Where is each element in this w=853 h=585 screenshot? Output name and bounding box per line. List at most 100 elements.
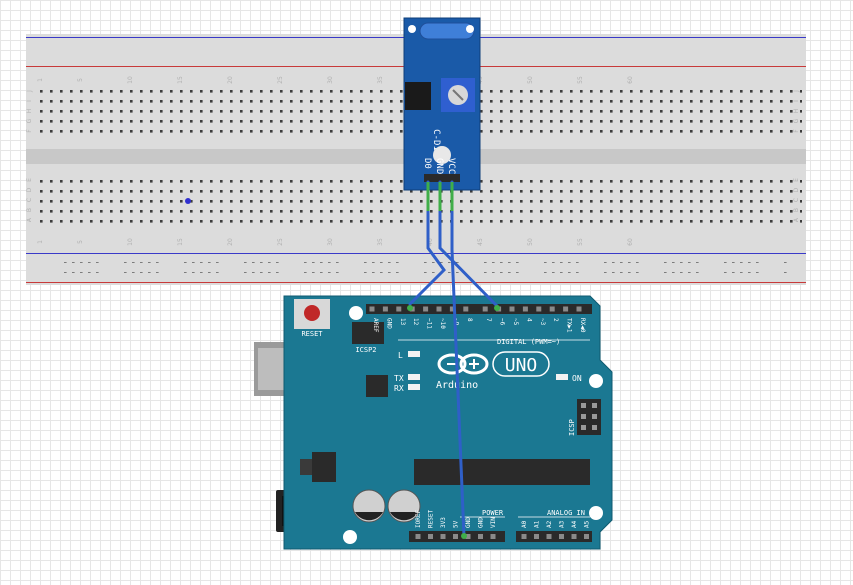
analog-pin-hole[interactable] [534, 534, 539, 539]
column-number-bottom: 45 [477, 238, 484, 246]
column-number-bottom: 25 [277, 238, 284, 246]
row-letter: A [26, 217, 33, 222]
led-rx [408, 384, 420, 390]
column-number-bottom: 5 [77, 240, 84, 244]
power-pin-hole[interactable] [478, 534, 483, 539]
column-number-bottom: 40 [427, 238, 434, 246]
digital-pin-hole[interactable] [522, 306, 528, 312]
digital-pin-hole[interactable] [576, 306, 582, 312]
analog-pin-hole[interactable] [584, 534, 589, 539]
wire-end-arduino-5v [461, 533, 467, 539]
row-letter: D [793, 187, 800, 192]
digital-pin-hole[interactable] [463, 306, 469, 312]
power-pin-label: IOREF [415, 510, 422, 528]
row-letter: E [26, 178, 33, 182]
column-number-top: 10 [127, 76, 134, 84]
row-letter: B [26, 208, 33, 212]
column-number-top: 5 [77, 78, 84, 82]
digital-pin-label: TX▶1 [566, 318, 573, 333]
analog-pin-label: A4 [571, 520, 578, 528]
module-hole-left [408, 25, 416, 33]
power-pin-hole[interactable] [428, 534, 433, 539]
power-pin-label: 5V [453, 520, 460, 528]
column-number-top: 30 [327, 76, 334, 84]
row-letter: G [26, 118, 33, 123]
row-letter: E [793, 178, 800, 182]
module-led [433, 146, 451, 164]
led-on [556, 374, 568, 380]
column-number-bottom: 15 [177, 238, 184, 246]
digital-pin-label: GND [385, 318, 392, 329]
icsp-pins [581, 403, 597, 430]
row-letter: J [26, 90, 33, 93]
analog-pin-label: A1 [534, 520, 541, 528]
power-pin-label: VIN [490, 517, 497, 528]
power-pin-holes [415, 534, 496, 539]
mount-hole-top-left [349, 306, 363, 320]
analog-pin-hole[interactable] [559, 534, 564, 539]
led-tx [408, 374, 420, 380]
row-letter: I [793, 100, 800, 102]
power-pin-hole[interactable] [453, 534, 458, 539]
analog-pin-label: A0 [521, 520, 528, 528]
icsp2-label: ICSP2 [355, 346, 376, 354]
digital-pin-label: RX◀0 [579, 318, 586, 333]
led-l-label: L [398, 351, 403, 360]
power-pin-hole[interactable] [440, 534, 446, 539]
digital-pin-hole[interactable] [509, 306, 515, 312]
module-sensor-capsule [419, 22, 475, 40]
column-number-bottom: 50 [527, 238, 534, 246]
row-letter: H [26, 109, 33, 114]
power-pin-hole[interactable] [465, 534, 471, 539]
analog-pin-hole[interactable] [571, 534, 577, 539]
power-pin-hole[interactable] [490, 534, 496, 539]
column-number-bottom: 55 [577, 238, 584, 246]
digital-label: DIGITAL (PWM=~) [497, 338, 560, 346]
digital-pin-hole[interactable] [396, 306, 402, 312]
icsp2-header [352, 322, 384, 344]
digital-pin-hole[interactable] [382, 306, 388, 312]
row-letter: C [793, 198, 800, 202]
digital-pin-label: ~11 [426, 318, 433, 329]
column-number-top: 20 [227, 76, 234, 84]
digital-pin-hole[interactable] [449, 306, 455, 312]
power-pin-label: GND [465, 517, 472, 528]
voltage-regulator [300, 459, 312, 475]
digital-pin-hole[interactable] [423, 306, 429, 312]
module-pin-label: GND [434, 158, 444, 174]
row-letter: I [26, 100, 33, 102]
reset-label: RESET [301, 330, 323, 338]
atmega-chip [414, 459, 590, 485]
icsp-header [577, 399, 601, 435]
digital-pin-hole[interactable] [369, 306, 375, 312]
reset-button-cap[interactable] [304, 305, 320, 321]
bottom-rail-holes-upper [62, 262, 792, 266]
column-number-bottom: 60 [627, 238, 634, 246]
led-l [408, 351, 420, 357]
digital-pin-label: ~3 [539, 318, 546, 326]
digital-pin-hole[interactable] [536, 306, 542, 312]
digital-pin-hole[interactable] [549, 306, 555, 312]
breadboard-marker-dot [185, 198, 191, 204]
column-number-top: 35 [377, 76, 384, 84]
digital-pin-hole[interactable] [482, 306, 488, 312]
wire-d0-to-pin7[interactable] [408, 180, 446, 306]
digital-pin-hole[interactable] [436, 306, 442, 312]
mount-hole-right-lower [589, 506, 603, 520]
analog-pin-hole[interactable] [521, 534, 527, 539]
mount-hole-right-upper [589, 374, 603, 388]
analog-pin-label: A3 [559, 520, 566, 528]
row-letter: C [26, 198, 33, 202]
column-number-bottom: 10 [127, 238, 134, 246]
digital-pin-hole[interactable] [563, 306, 569, 312]
row-letter: H [793, 109, 800, 114]
digital-pin-label: 8 [466, 318, 473, 322]
wires [407, 180, 500, 539]
analog-pin-hole[interactable] [546, 534, 552, 539]
analog-pin-holes [521, 534, 589, 539]
power-pin-hole[interactable] [415, 534, 421, 539]
digital-pin-label: 12 [412, 318, 419, 326]
